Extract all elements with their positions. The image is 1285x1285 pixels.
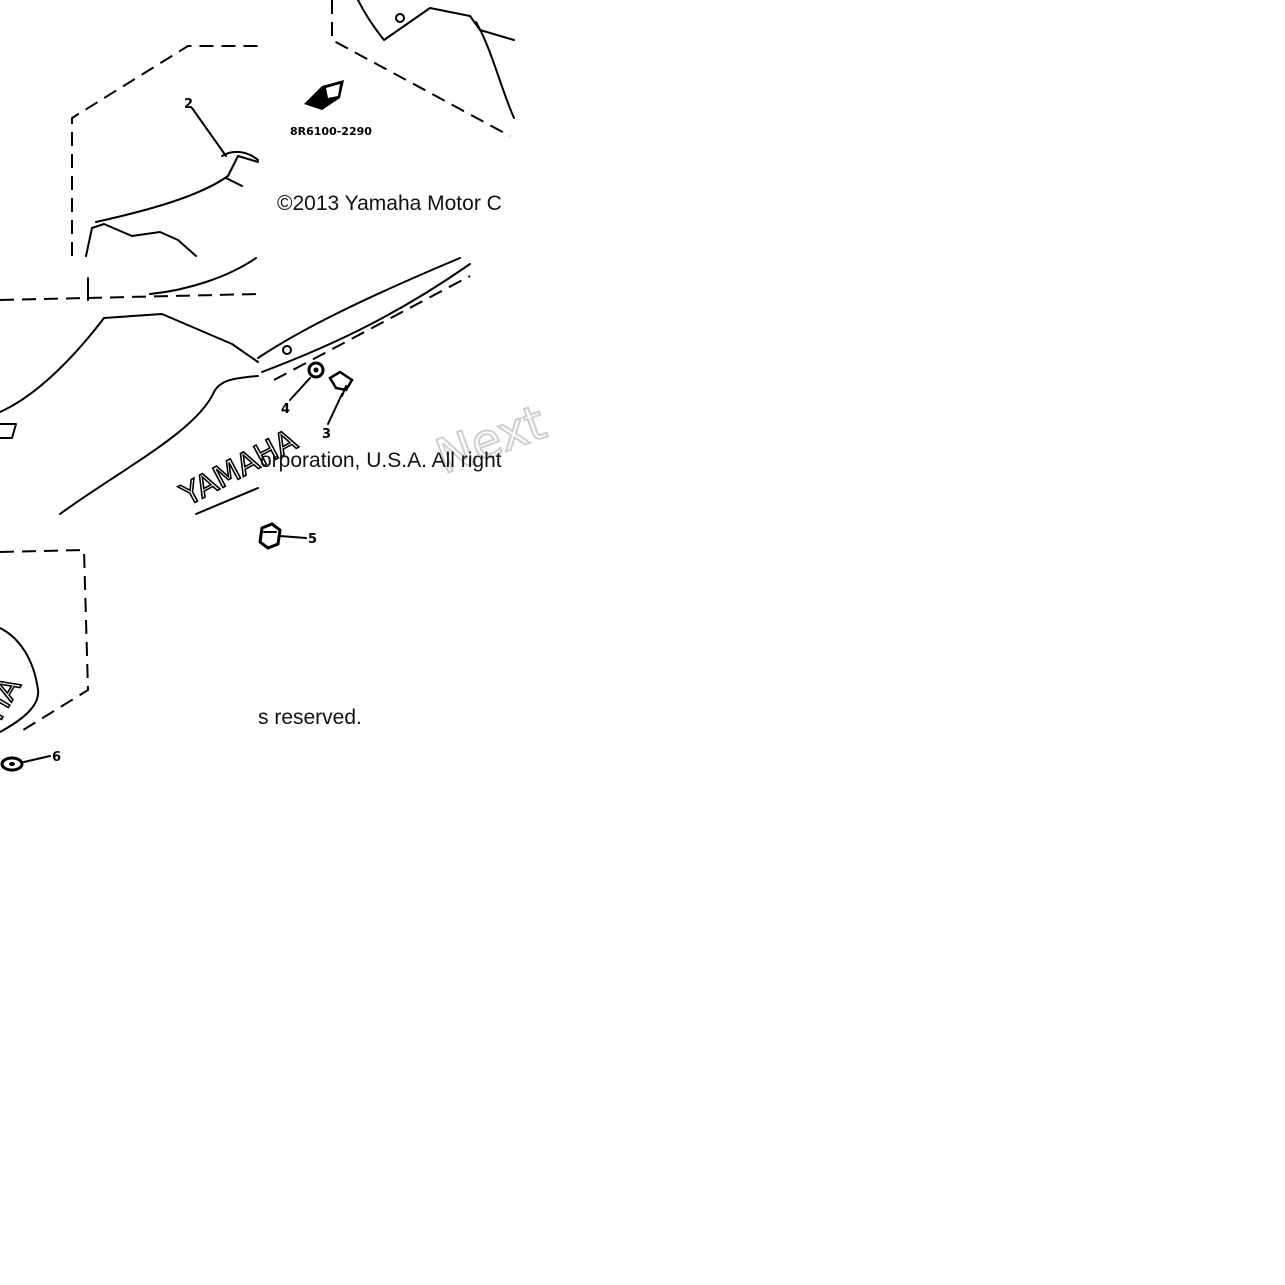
screw-hole [395, 13, 405, 23]
side-cover [0, 627, 40, 733]
cover-body [0, 313, 259, 515]
copyright-line-1: ©2013 Yamaha Motor C [277, 192, 502, 215]
callout-4: 4 [281, 402, 290, 417]
leader-line [289, 377, 343, 425]
tile-top-right [304, 0, 515, 137]
callout-5: 5 [308, 532, 317, 547]
dashed-line [273, 275, 471, 381]
dashed-outline [0, 293, 259, 301]
copyright-line-3: s reserved. [258, 706, 362, 729]
callout-2: 2 [184, 97, 193, 112]
bolt-icon [328, 370, 354, 397]
copyright-line-2: orporation, U.S.A. All right [260, 449, 502, 472]
leader-line [191, 107, 227, 157]
cover-edge [357, 0, 515, 119]
tile-top-left [71, 45, 259, 257]
frame-top [87, 257, 257, 301]
emblem-icon [304, 80, 344, 110]
grommet-icon [258, 522, 282, 550]
bracket-part-2 [85, 150, 259, 257]
dashed-outline [331, 0, 511, 137]
cover-lower-edge [195, 487, 259, 515]
callout-6: 6 [52, 750, 61, 765]
part-number: 8R6100-2290 [290, 125, 372, 138]
leader-line [23, 755, 51, 763]
brand-mark-partial: HA [0, 671, 29, 726]
nut-icon [307, 361, 325, 379]
cover-edge [257, 257, 471, 373]
tile-bottom-left [0, 548, 90, 772]
washer-icon [0, 756, 24, 772]
tile-middle-left [0, 257, 259, 515]
screw-hole [282, 345, 292, 355]
leader-line [279, 535, 307, 539]
dashed-outline [71, 45, 258, 256]
callout-3: 3 [322, 427, 331, 442]
tile-middle-right [257, 257, 471, 550]
dashed-outline [0, 548, 90, 733]
